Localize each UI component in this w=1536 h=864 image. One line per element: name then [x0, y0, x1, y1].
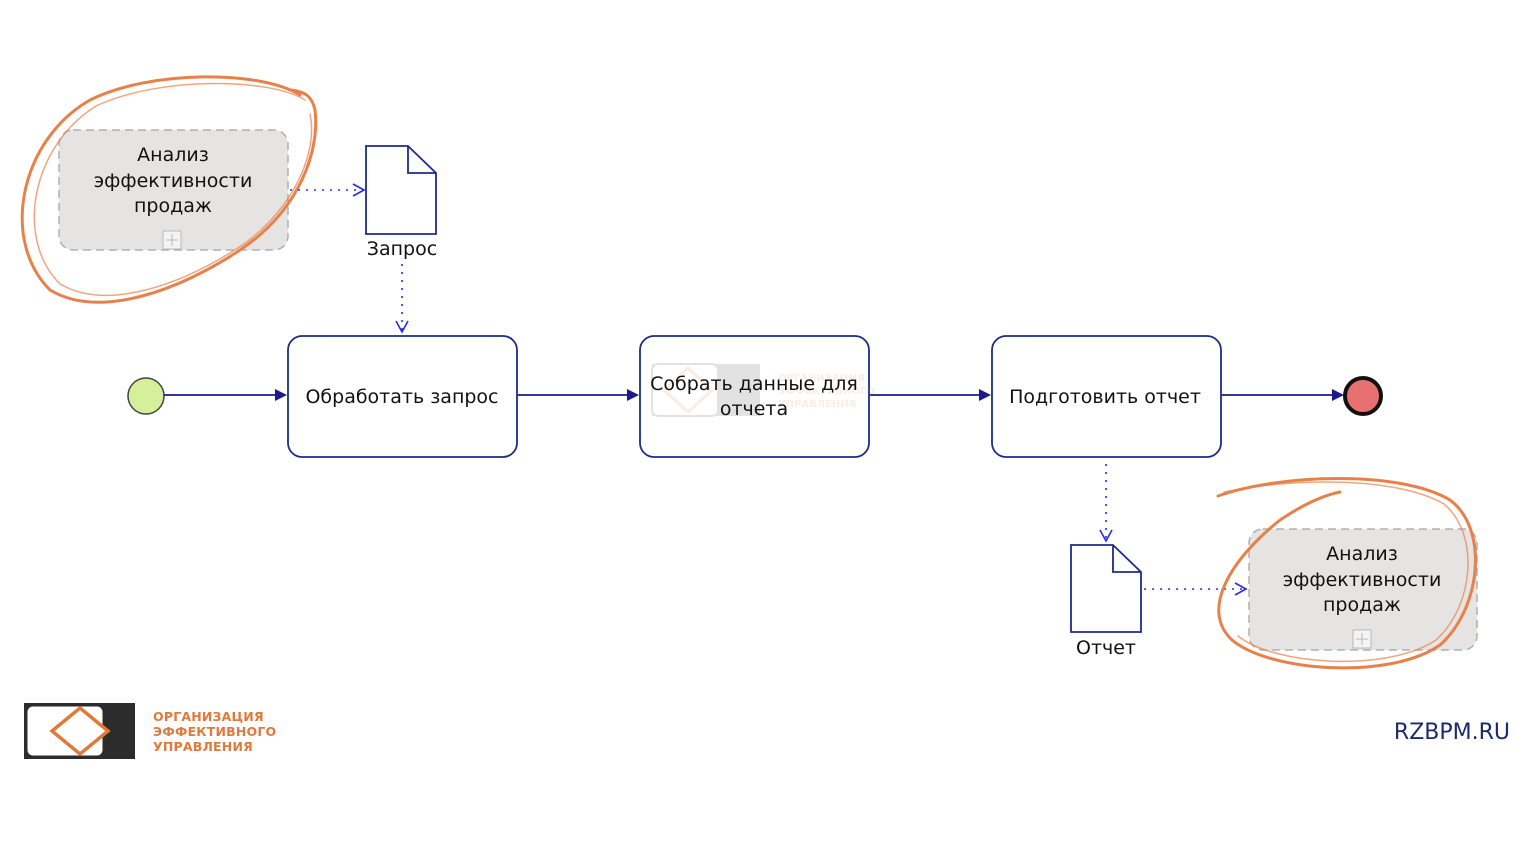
- subprocess-top-line-3: продаж: [134, 195, 212, 217]
- highlight-circle-top-stroke-2: [33, 82, 313, 297]
- subprocess-sales-analysis-top[interactable]: Анализ эффективности продаж: [58, 129, 289, 251]
- svg-text:УПРАВЛЕНИЯ: УПРАВЛЕНИЯ: [778, 399, 856, 410]
- task-collect-data[interactable]: ОРГАНИЗАЦИЯ ЭФФЕКТИВНОГО УПРАВЛЕНИЯ Собр…: [639, 335, 875, 458]
- subprocess-bottom-line-3: продаж: [1323, 594, 1401, 616]
- highlight-circle-bottom-stroke-2: [1223, 481, 1469, 663]
- expand-plus-icon[interactable]: [162, 230, 182, 250]
- logo-text-line-2: ЭФФЕКТИВНОГО: [153, 724, 276, 739]
- end-event[interactable]: [1343, 376, 1383, 416]
- subprocess-top-line-2: эффективности: [94, 170, 253, 192]
- site-url[interactable]: RZBPM.RU: [1394, 720, 1510, 745]
- highlight-circle-top: [20, 75, 318, 304]
- subprocess-bottom-line-1: Анализ: [1326, 543, 1398, 565]
- task-collect-data-line-1: Собрать данные для: [650, 373, 858, 395]
- watermark-logo: ОРГАНИЗАЦИЯ ЭФФЕКТИВНОГО УПРАВЛЕНИЯ: [651, 363, 875, 417]
- svg-text:ЭФФЕКТИВНОГО: ЭФФЕКТИВНОГО: [778, 386, 875, 397]
- task-process-request-label: Обработать запрос: [305, 386, 498, 408]
- expand-plus-icon[interactable]: [1352, 629, 1372, 649]
- data-object-request-label: Запрос: [367, 238, 437, 260]
- logo-text-line-3: УПРАВЛЕНИЯ: [153, 739, 253, 754]
- task-prepare-report-label: Подготовить отчет: [1009, 386, 1201, 408]
- task-collect-data-line-2: отчета: [720, 398, 788, 420]
- logo-text-line-1: ОРГАНИЗАЦИЯ: [153, 709, 264, 724]
- data-object-request[interactable]: Запрос: [365, 145, 437, 260]
- task-prepare-report[interactable]: Подготовить отчет: [991, 335, 1222, 458]
- start-event[interactable]: [127, 377, 165, 415]
- subprocess-sales-analysis-bottom[interactable]: Анализ эффективности продаж: [1248, 528, 1478, 651]
- company-logo: ОРГАНИЗАЦИЯ ЭФФЕКТИВНОГО УПРАВЛЕНИЯ: [24, 703, 276, 759]
- document-icon: [1070, 544, 1142, 633]
- document-icon: [365, 145, 437, 235]
- subprocess-top-line-1: Анализ: [137, 144, 209, 166]
- task-process-request[interactable]: Обработать запрос: [287, 335, 518, 458]
- subprocess-bottom-line-2: эффективности: [1283, 569, 1442, 591]
- data-object-report[interactable]: Отчет: [1070, 544, 1142, 659]
- data-object-report-label: Отчет: [1076, 637, 1136, 659]
- highlight-circle-bottom: [1216, 477, 1477, 670]
- svg-text:ОРГАНИЗАЦИЯ: ОРГАНИЗАЦИЯ: [778, 373, 865, 384]
